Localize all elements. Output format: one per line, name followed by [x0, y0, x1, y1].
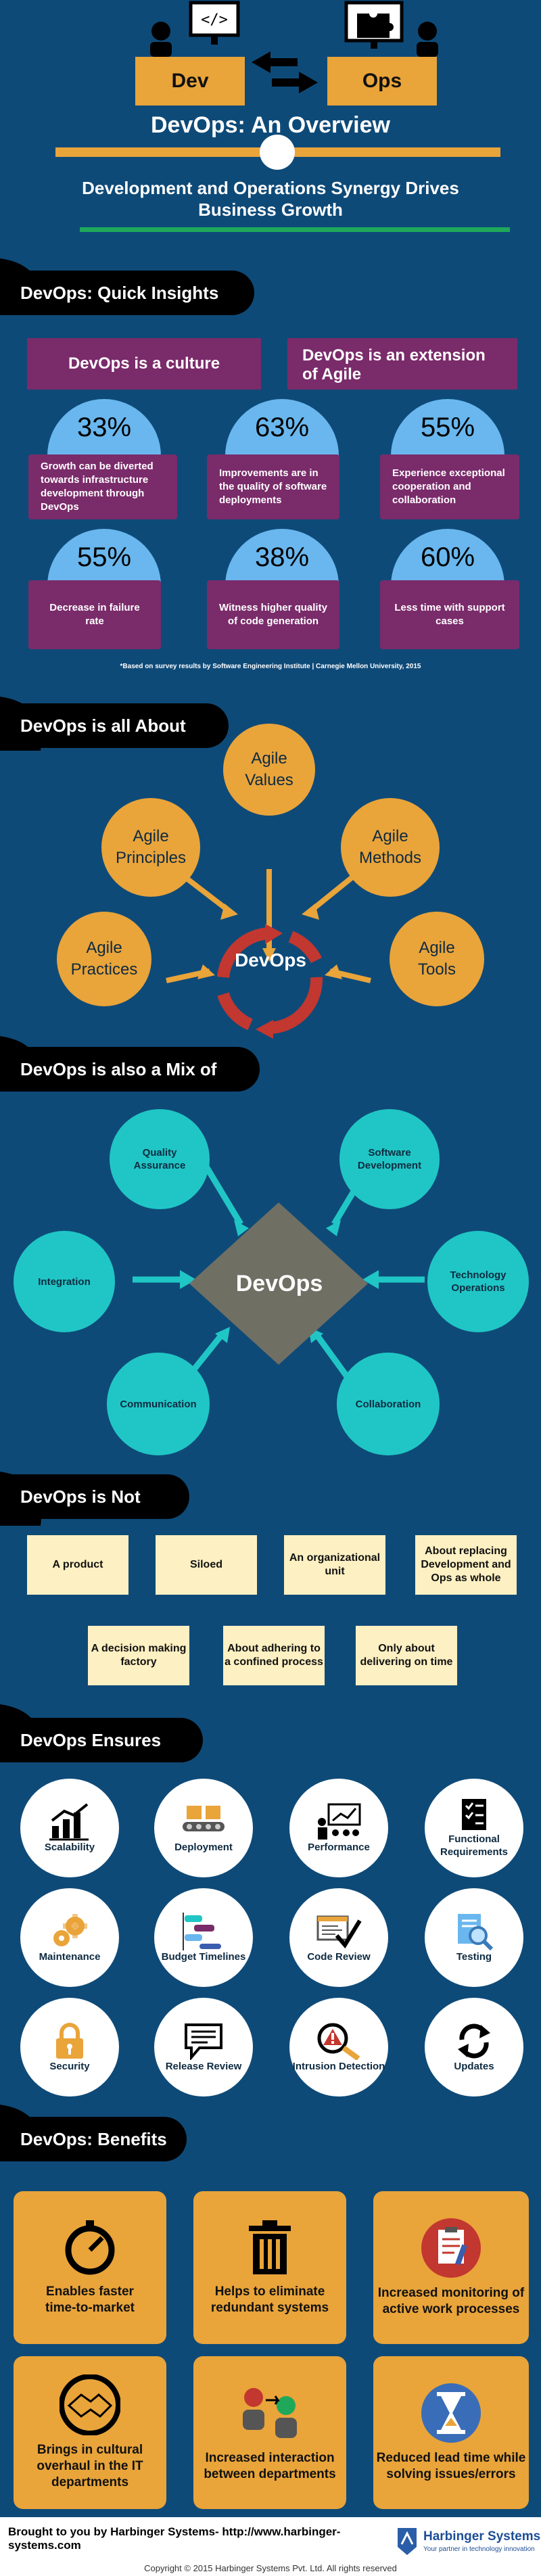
refresh-icon — [458, 2023, 490, 2058]
ensure-item: Code Review — [289, 1888, 388, 1987]
ensure-item: Performance — [289, 1779, 388, 1877]
footer-tagline: Your partner in technology innovation — [423, 2546, 535, 2553]
cycle-arrows-icon — [217, 927, 323, 1034]
benefit-card: Enables faster time-to-market — [14, 2191, 166, 2344]
ops-label: Ops — [327, 57, 437, 106]
not-item: Siloed — [156, 1535, 257, 1595]
banner-not: DevOps is Not — [0, 1474, 189, 1519]
mix-center-devops: DevOps — [235, 1270, 323, 1296]
ensure-item: Release Review — [154, 1998, 253, 2097]
padlock-icon — [56, 2022, 83, 2059]
not-item: An organizational unit — [284, 1535, 385, 1595]
ensure-item: Deployment — [154, 1779, 253, 1877]
timeline-icon — [183, 1912, 221, 1950]
not-item: About replacing Development and Ops as w… — [415, 1535, 517, 1595]
stat-pct: 63% — [225, 399, 339, 456]
header-graphics: </> — [55, 1, 510, 232]
footer-credit: Brought to you by Harbinger Systems- htt… — [8, 2525, 341, 2552]
stat-desc: Less time with support cases — [380, 580, 519, 649]
ensure-item: Maintenance — [20, 1888, 119, 1987]
checklist-icon — [462, 1799, 486, 1830]
culture-card: DevOps is a culture — [27, 338, 261, 390]
ensure-item: Budget Timelines — [154, 1888, 253, 1987]
harbinger-logo-icon — [398, 2528, 417, 2555]
handshake-icon — [60, 2374, 120, 2435]
ensure-item: Scalability — [20, 1779, 119, 1877]
benefit-card: Increased interaction between department… — [193, 2356, 346, 2509]
mix-item: Collaboration — [337, 1353, 440, 1455]
benefit-card: Brings in cultural overhaul in the IT de… — [14, 2356, 166, 2509]
banner-ensures: DevOps Ensures — [0, 1718, 203, 1762]
stat-pct: 38% — [225, 529, 339, 586]
trash-icon — [249, 2220, 291, 2274]
not-item: Only about delivering on time — [356, 1626, 457, 1685]
stat-desc: Experience exceptional cooperation and c… — [380, 454, 519, 519]
ensure-item: Testing — [425, 1888, 523, 1987]
code-check-icon — [316, 1915, 362, 1948]
stopwatch-icon — [65, 2220, 115, 2275]
dev-monitor-icon: </> — [150, 1, 240, 57]
ensure-item: Intrusion Detection — [289, 1998, 388, 2097]
stat-pct: 55% — [47, 529, 161, 586]
benefit-card: Reduced lead time while solving issues/e… — [373, 2356, 529, 2509]
bar-chart-icon — [49, 1802, 89, 1840]
banner-quick-insights: DevOps: Quick Insights — [0, 271, 254, 315]
stat-desc: Witness higher quality of code generatio… — [207, 580, 339, 649]
ops-monitor-icon — [344, 1, 438, 57]
stat-pct: 55% — [391, 399, 504, 456]
gears-icon — [53, 1913, 87, 1946]
dev-label: Dev — [135, 57, 245, 106]
presentation-icon — [318, 1803, 361, 1840]
not-item: A product — [27, 1535, 128, 1595]
banner-mix: DevOps is also a Mix of — [0, 1047, 260, 1092]
ensure-item: Updates — [425, 1998, 523, 2097]
banner-all-about: DevOps is all About — [0, 703, 229, 748]
svg-text:</>: </> — [201, 11, 228, 28]
warning-magnifier-icon — [317, 2023, 360, 2060]
stat-pct: 60% — [391, 529, 504, 586]
about-center-devops: DevOps — [235, 950, 306, 970]
not-item: About adhering to a confined process — [223, 1626, 325, 1685]
ensure-item: Functional Requirements — [425, 1779, 523, 1877]
conveyor-icon — [183, 1805, 225, 1831]
magnifier-doc-icon — [458, 1913, 494, 1950]
devops-diamond — [189, 1202, 368, 1365]
ensure-item: Security — [20, 1998, 119, 2097]
banner-benefits: DevOps: Benefits — [0, 2117, 187, 2161]
stat-desc: Decrease in failure rate — [28, 580, 161, 649]
survey-footnote: *Based on survey results by Software Eng… — [120, 663, 421, 670]
hourglass-icon — [421, 2383, 481, 2443]
page-subtitle: Development and Operations Synergy Drive… — [82, 178, 459, 220]
stat-desc: Improvements are in the quality of softw… — [207, 454, 339, 519]
stat-desc: Growth can be diverted towards infrastru… — [28, 454, 177, 519]
exchange-arrows-icon — [252, 51, 318, 93]
clipboard-icon — [421, 2218, 481, 2278]
footer-brand: Harbinger Systems — [423, 2529, 541, 2544]
footer — [0, 2517, 541, 2576]
mix-item: Communication — [107, 1353, 210, 1455]
agile-extension-card: DevOps is an extension of Agile — [287, 338, 517, 390]
benefit-card: Increased monitoring of active work proc… — [373, 2191, 529, 2344]
mix-item: Integration — [14, 1231, 115, 1332]
not-item: A decision making factory — [88, 1626, 189, 1685]
benefit-card: Helps to eliminate redundant systems — [193, 2191, 346, 2344]
chat-bubble-icon — [185, 2023, 222, 2060]
footer-copyright: Copyright © 2015 Harbinger Systems Pvt. … — [144, 2563, 397, 2573]
stat-pct: 33% — [47, 399, 161, 456]
page-title: DevOps: An Overview — [151, 112, 390, 138]
people-icon — [243, 2388, 297, 2438]
